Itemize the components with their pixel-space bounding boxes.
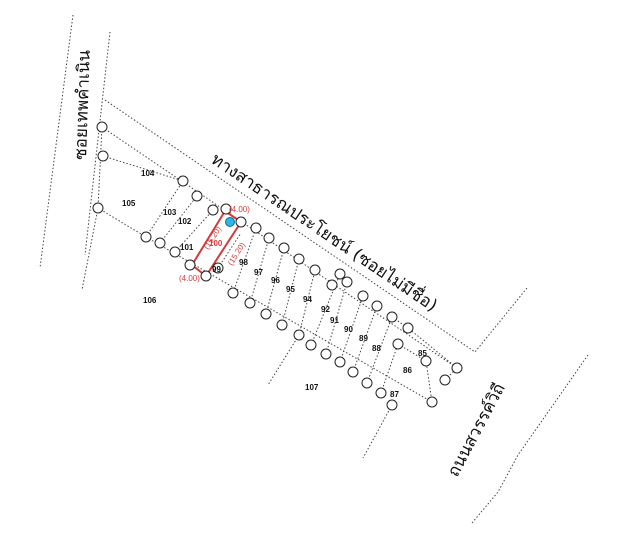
boundary-105-106 xyxy=(81,207,99,291)
parcel-label: 97 xyxy=(254,268,263,277)
lot-divider-97 xyxy=(249,237,270,304)
lot-divider-88 xyxy=(366,316,393,384)
lot-divider-95 xyxy=(281,258,300,326)
dim-label-c: (4.00) xyxy=(229,205,250,214)
lot-divider-101 xyxy=(174,209,214,253)
main-road-edge xyxy=(471,354,589,524)
left-road-label: ซอยเทพคำเนิน xyxy=(71,49,95,160)
parcel-label: 95 xyxy=(286,285,295,294)
parcel-100-label[interactable]: 100 xyxy=(209,239,223,248)
dim-label-d: (4.00) xyxy=(179,274,200,283)
parcel-row-bottom-edge xyxy=(145,236,433,403)
parcel-label: 103 xyxy=(163,208,177,217)
lot-divider-94 xyxy=(298,269,316,336)
boundary-107-87 xyxy=(362,404,393,459)
parcel-label: 105 xyxy=(122,199,136,208)
parcel-label: 102 xyxy=(178,217,192,226)
parcel-label: 88 xyxy=(372,344,381,353)
lot-divider-103 xyxy=(145,180,184,238)
lot-divider-90 xyxy=(339,295,364,363)
lot-divider-87 xyxy=(380,343,399,394)
parcel-label: 104 xyxy=(141,169,155,178)
parcel-label: 89 xyxy=(359,334,368,343)
main-road-label: ถนนสวรรค์วิถี xyxy=(444,380,510,480)
lot-divider-96 xyxy=(265,247,285,315)
parcel-label: 92 xyxy=(321,305,330,314)
parcel-label: 96 xyxy=(271,276,280,285)
parcel-label: 86 xyxy=(403,366,412,375)
parcel-label: 98 xyxy=(239,258,248,267)
public-way-label: ทางสาธารณประโยชน์ (ซอยไม่มีชื่อ) xyxy=(207,147,442,316)
parcel-105-edge xyxy=(97,126,147,238)
survey-markers xyxy=(92,121,463,411)
parcel-label: 106 xyxy=(143,296,157,305)
parcel-label: 91 xyxy=(330,316,339,325)
parcel-label: 85 xyxy=(418,349,427,358)
left-road-edge-outer xyxy=(39,14,74,269)
parcel-label: 90 xyxy=(344,325,353,334)
lot-divider-89 xyxy=(352,305,378,373)
parcel-label: 99 xyxy=(212,265,221,274)
parcel-label: 107 xyxy=(305,383,319,392)
left-road-edge-inner xyxy=(84,31,111,256)
parcel-label: 101 xyxy=(180,243,194,252)
boundary-106-107 xyxy=(267,334,300,386)
parcel-label: 87 xyxy=(390,390,399,399)
location-pin-icon[interactable] xyxy=(225,217,235,227)
parcel-label: 94 xyxy=(303,295,312,304)
lot-divider-102 xyxy=(159,195,198,244)
parcel-labels: 104 105 103 102 101 106 99 98 97 96 95 9… xyxy=(122,169,427,399)
lot-divider-98 xyxy=(232,227,257,294)
